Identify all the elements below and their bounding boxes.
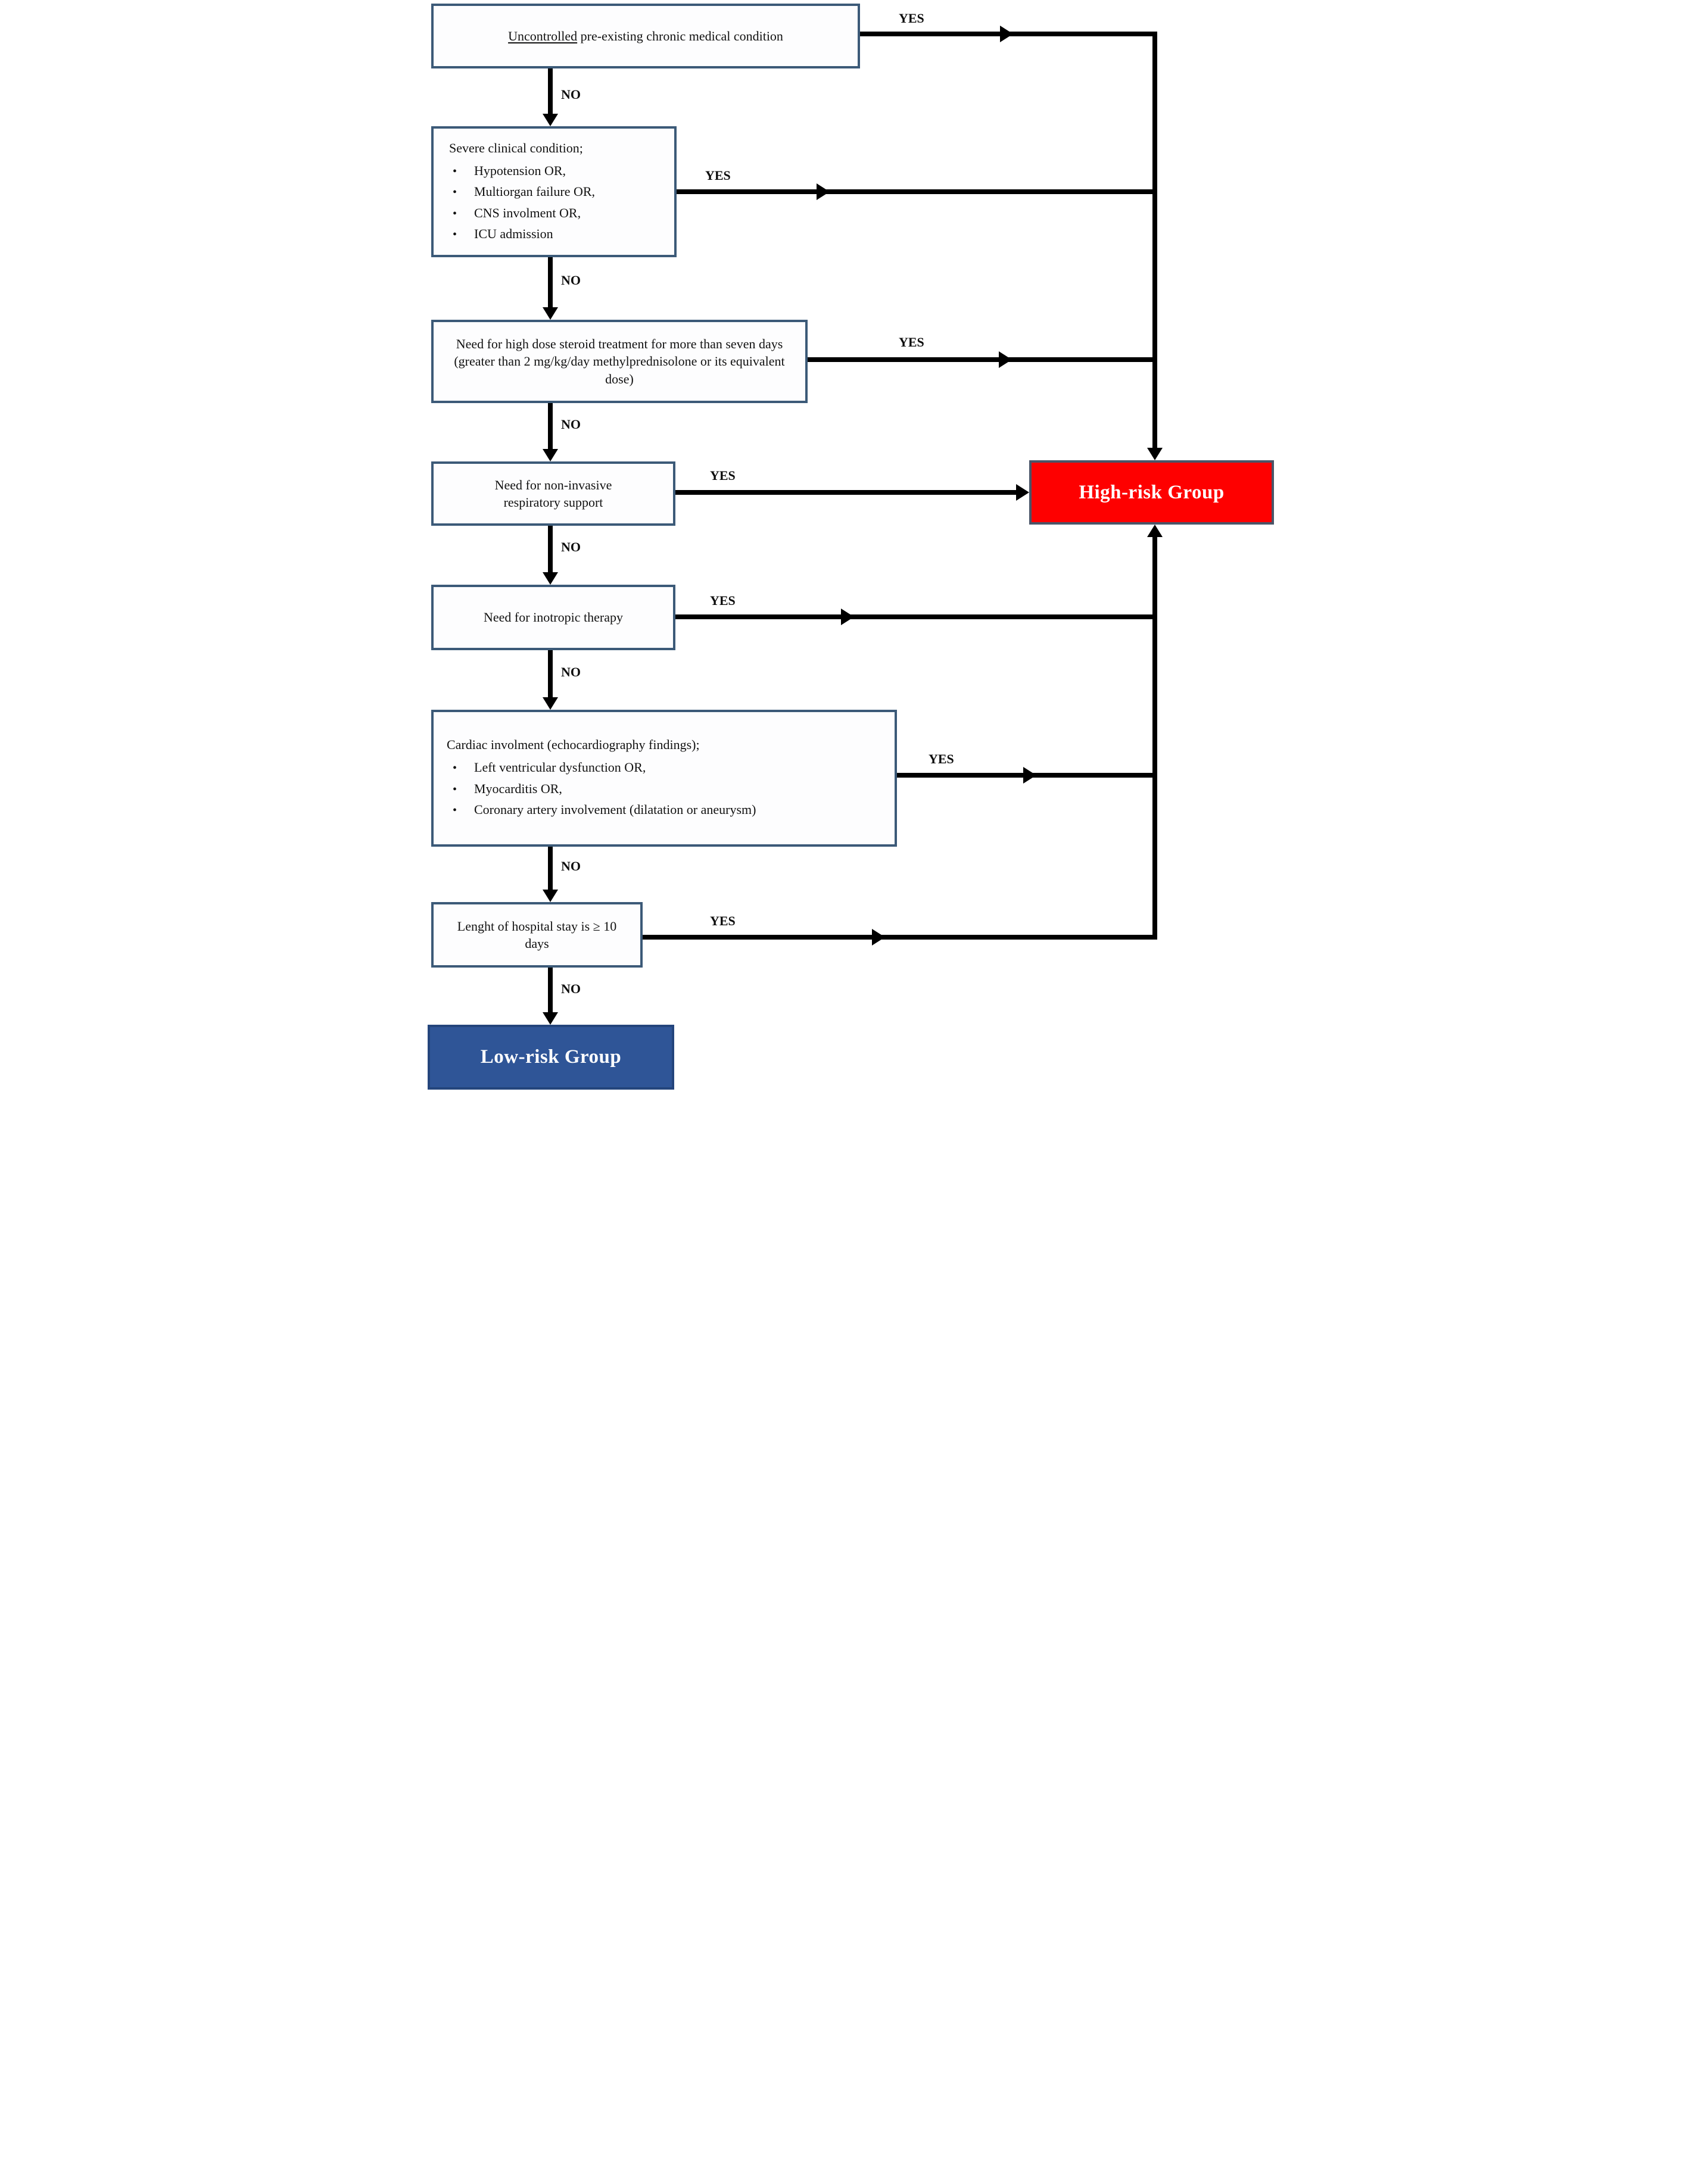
bullet-icon: • <box>453 762 457 775</box>
arrowhead-down-icon <box>543 572 558 585</box>
yes-label: YES <box>929 751 954 766</box>
no-label: NO <box>561 664 581 679</box>
box-hospital-stay-text: Lenght of hospital stay is ≥ 10 days <box>457 918 617 951</box>
connector-no-5 <box>548 650 553 698</box>
list-item: • Coronary artery involvement (dilatatio… <box>434 801 895 818</box>
bullet-icon: • <box>453 164 457 178</box>
box-inotropic-therapy-text: Need for inotropic therapy <box>484 610 623 625</box>
arrowhead-right-icon <box>1016 484 1029 501</box>
bullet-icon: • <box>453 804 457 818</box>
no-label: NO <box>561 87 581 102</box>
bullet-icon: • <box>453 207 457 220</box>
no-label: NO <box>561 417 581 432</box>
connector-no-2 <box>548 257 553 308</box>
underlined-word: Uncontrolled <box>508 28 578 43</box>
box-uncontrolled-condition-text: Uncontrolled pre-existing chronic medica… <box>508 28 783 43</box>
box-hospital-stay: Lenght of hospital stay is ≥ 10 days <box>431 902 643 968</box>
connector-yes-4 <box>675 490 1017 495</box>
yes-label: YES <box>710 593 736 608</box>
box-cardiac-involvement: Cardiac involment (echocardiography find… <box>431 710 897 847</box>
low-risk-label: Low-risk Group <box>480 1046 622 1068</box>
high-risk-box: High-risk Group <box>1029 460 1274 525</box>
no-label: NO <box>561 859 581 873</box>
arrowhead-down-icon <box>1147 448 1163 460</box>
arrowhead-right-icon <box>872 929 885 946</box>
list-item: • Multiorgan failure OR, <box>434 183 674 200</box>
list-item: • Myocarditis OR, <box>434 780 895 797</box>
arrowhead-up-icon <box>1147 525 1163 537</box>
connector-yes-3 <box>808 357 1155 362</box>
yes-label: YES <box>710 468 736 483</box>
box-respiratory-support-text: Need for non-invasive respiratory suppor… <box>494 477 612 510</box>
box-cardiac-title: Cardiac involment (echocardiography find… <box>447 737 700 753</box>
yes-label: YES <box>705 168 731 183</box>
box-uncontrolled-condition: Uncontrolled pre-existing chronic medica… <box>431 4 860 68</box>
box-steroid-treatment-text: Need for high dose steroid treatment for… <box>454 336 785 386</box>
box-severe-title: Severe clinical condition; <box>449 140 583 155</box>
no-label: NO <box>561 981 581 996</box>
arrowhead-down-icon <box>543 114 558 126</box>
no-label: NO <box>561 273 581 288</box>
connector-no-7 <box>548 968 553 1013</box>
box-inotropic-therapy: Need for inotropic therapy <box>431 585 675 650</box>
list-item: • CNS involment OR, <box>434 204 674 221</box>
list-item: • Left ventricular dysfunction OR, <box>434 759 895 776</box>
connector-no-6 <box>548 847 553 890</box>
arrowhead-right-icon <box>841 609 854 625</box>
arrowhead-down-icon <box>543 697 558 710</box>
bullet-icon: • <box>453 227 457 241</box>
trunk-line-top <box>1152 32 1157 448</box>
connector-no-3 <box>548 403 553 450</box>
arrowhead-down-icon <box>543 890 558 902</box>
arrowhead-down-icon <box>543 307 558 320</box>
trunk-line-bottom <box>1152 536 1157 940</box>
box-respiratory-support: Need for non-invasive respiratory suppor… <box>431 461 675 526</box>
connector-yes-2 <box>677 189 1155 194</box>
arrowhead-right-icon <box>817 183 830 200</box>
yes-label: YES <box>899 11 924 26</box>
arrowhead-down-icon <box>543 449 558 461</box>
arrowhead-down-icon <box>543 1012 558 1025</box>
list-item: • Hypotension OR, <box>434 162 674 179</box>
low-risk-box: Low-risk Group <box>428 1025 674 1090</box>
bullet-icon: • <box>453 782 457 796</box>
box-steroid-treatment: Need for high dose steroid treatment for… <box>431 320 808 403</box>
high-risk-label: High-risk Group <box>1079 481 1225 503</box>
box-severe-clinical-condition: Severe clinical condition; • Hypotension… <box>431 126 677 257</box>
arrowhead-right-icon <box>999 351 1012 368</box>
arrowhead-right-icon <box>1023 767 1036 784</box>
no-label: NO <box>561 539 581 554</box>
connector-yes-7 <box>643 935 1155 940</box>
yes-label: YES <box>899 335 924 350</box>
connector-no-4 <box>548 526 553 573</box>
arrowhead-right-icon <box>1000 26 1013 42</box>
yes-label: YES <box>710 913 736 928</box>
bullet-icon: • <box>453 186 457 199</box>
connector-no-1 <box>548 68 553 114</box>
list-item: • ICU admission <box>434 225 674 242</box>
connector-yes-5 <box>675 614 1155 619</box>
flowchart-canvas: Uncontrolled pre-existing chronic medica… <box>425 0 1276 1092</box>
